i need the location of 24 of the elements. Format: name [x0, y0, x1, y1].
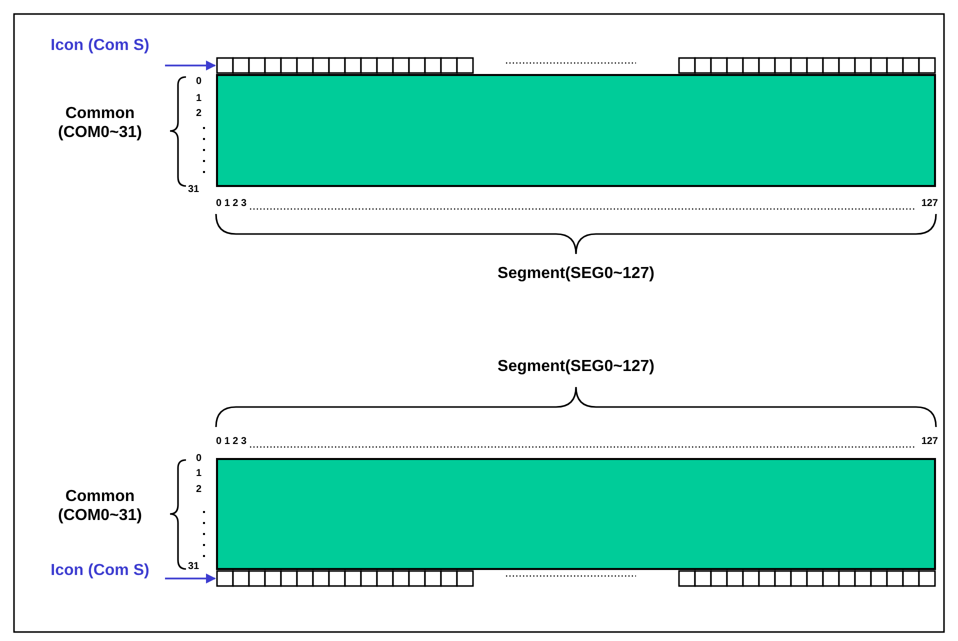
row-number: 31	[188, 184, 200, 196]
column-number: 127	[920, 436, 938, 448]
icon-label: Icon (Com S)	[35, 561, 165, 580]
axis-title: Common (COM0~31)	[56, 487, 144, 526]
axis-title: Common (COM0~31)	[56, 104, 144, 142]
axis-title: Segment(SEG0~127)	[496, 357, 656, 376]
row-number: 31	[188, 561, 200, 573]
axis-title: Segment(SEG0~127)	[496, 264, 656, 284]
icon-segment-row	[216, 570, 936, 587]
row-number: 0	[196, 76, 203, 88]
display-panel	[216, 74, 936, 187]
arrow	[165, 60, 216, 70]
row-number: 2	[196, 108, 203, 120]
row-number: 1	[196, 468, 203, 480]
display-panel	[216, 458, 936, 570]
column-numbers: 0 1 2 3	[216, 198, 248, 210]
column-numbers: 0 1 2 3	[216, 436, 248, 448]
row-number: 2	[196, 484, 203, 496]
row-number: 0	[196, 453, 203, 465]
icon-segment-row	[216, 57, 936, 74]
arrow	[165, 574, 216, 584]
icon-label: Icon (Com S)	[35, 36, 165, 56]
column-number: 127	[920, 198, 938, 210]
row-number: 1	[196, 93, 203, 105]
